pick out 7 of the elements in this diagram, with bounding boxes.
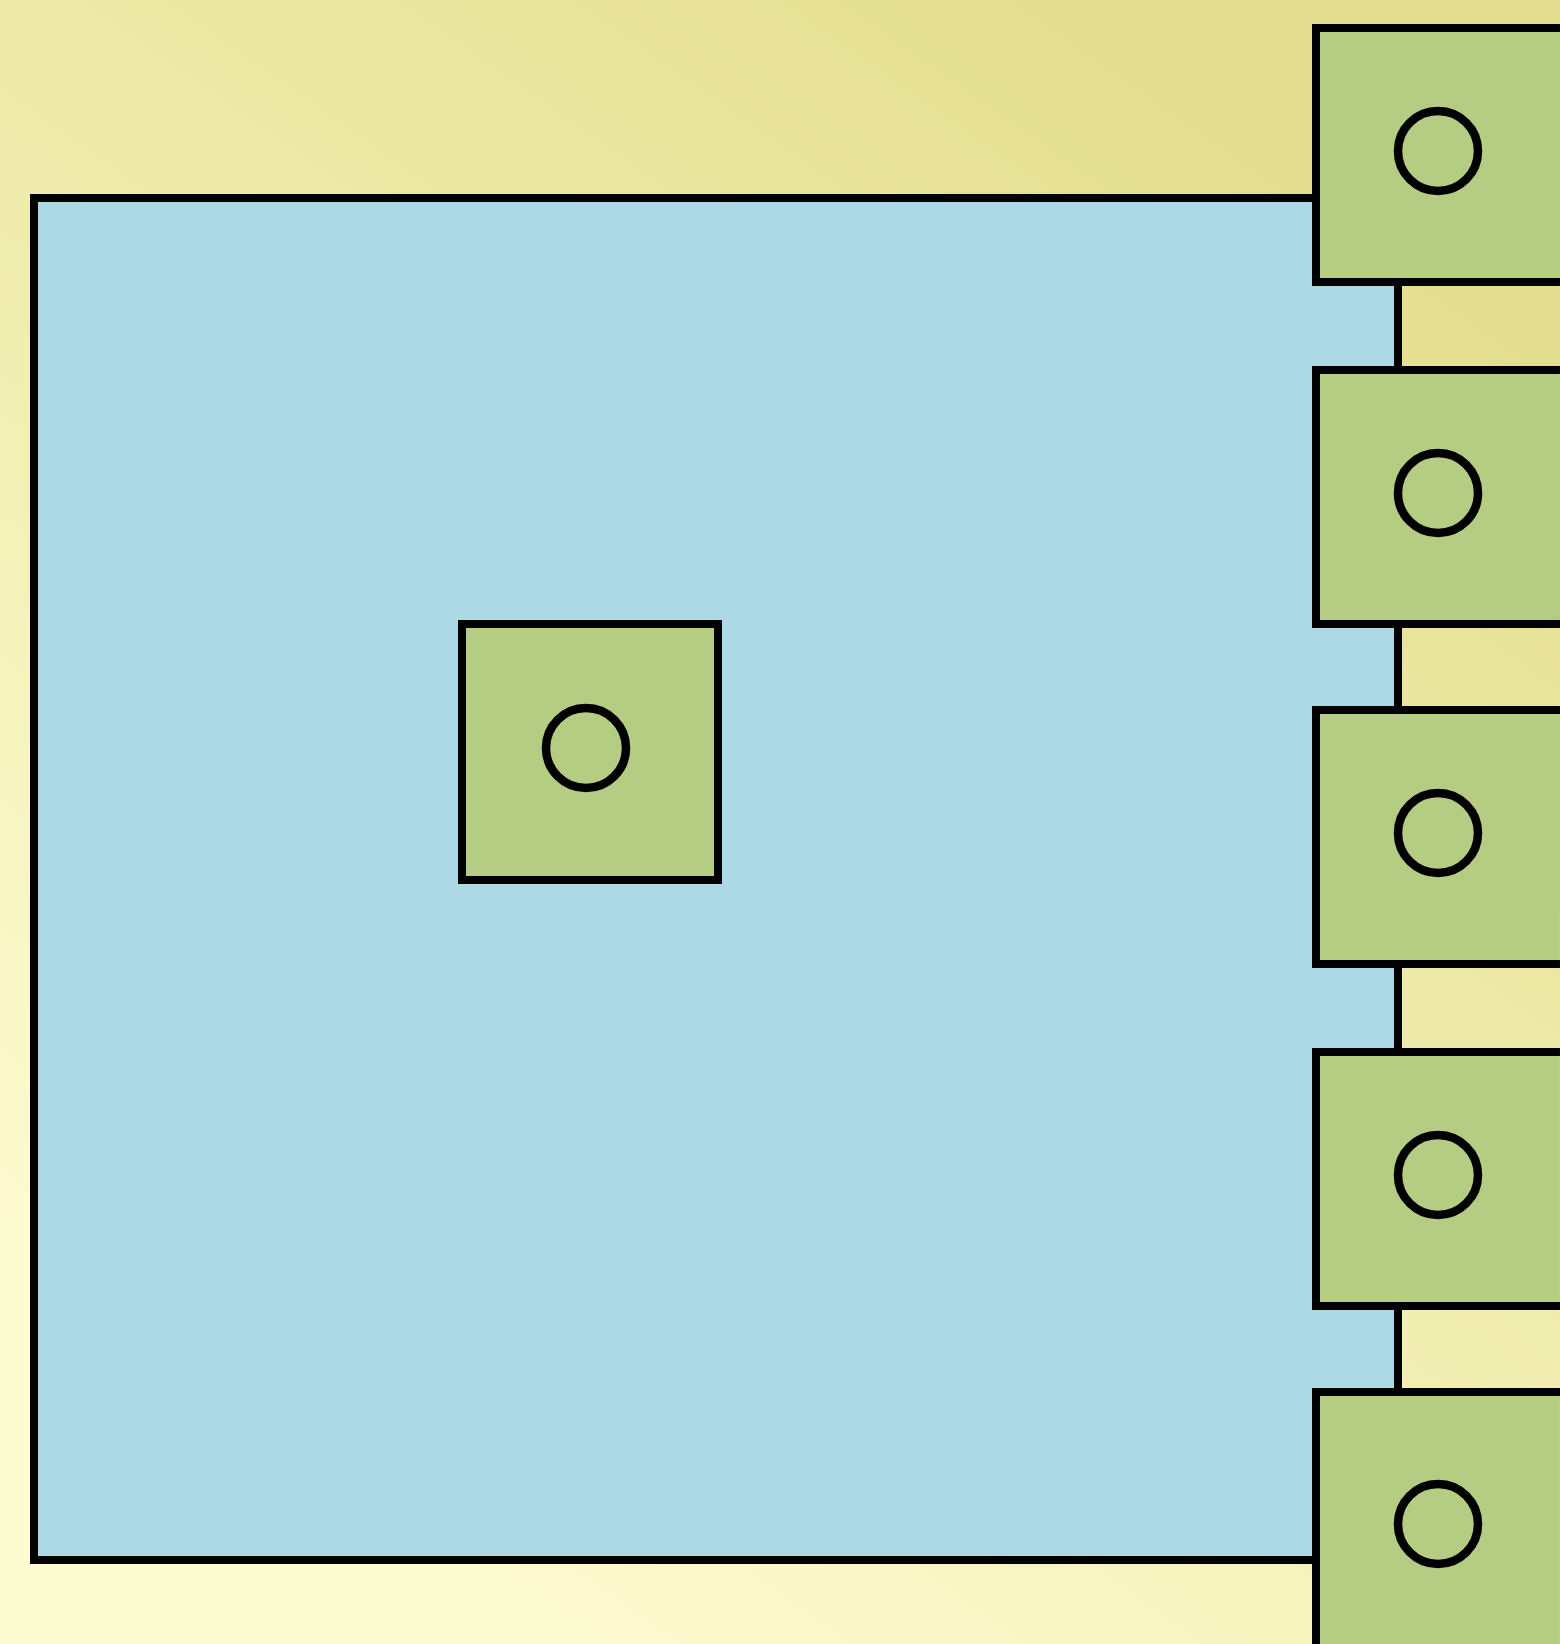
port-box (1312, 366, 1560, 628)
port-box (1312, 1388, 1560, 1644)
port-box (1312, 24, 1560, 286)
panel (30, 194, 1402, 1564)
port-box (1312, 1048, 1560, 1310)
port-box (1312, 706, 1560, 968)
port-box (458, 620, 722, 884)
